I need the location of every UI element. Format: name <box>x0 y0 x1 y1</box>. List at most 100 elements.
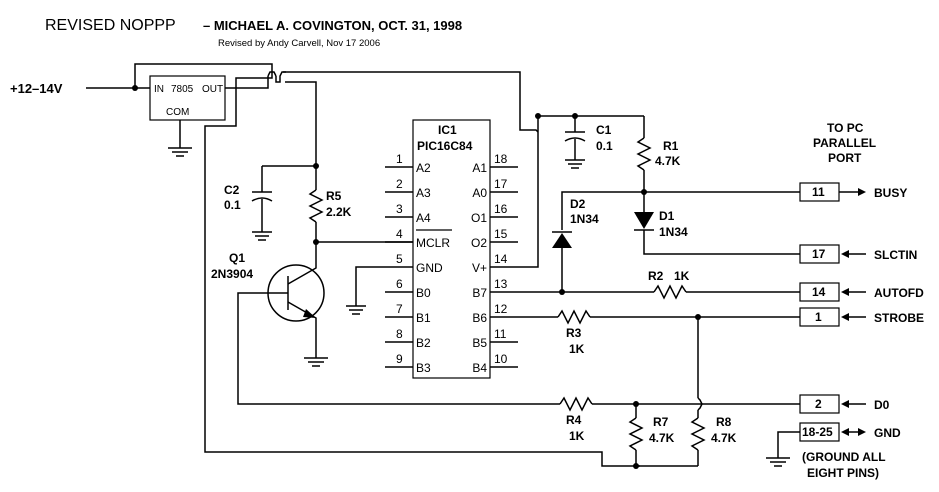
port-pin-slctin: 17 SLCTIN <box>799 244 917 264</box>
r4-value: 1K <box>569 429 585 443</box>
power-input-wire <box>86 63 273 91</box>
port-pin-autofd-num: 14 <box>812 285 826 299</box>
ic-pin-name: GND <box>416 261 443 275</box>
port-pin-busy-signal: BUSY <box>874 186 907 200</box>
ic-pin-number: 6 <box>396 277 403 291</box>
port-pin-d0-num: 2 <box>815 397 822 411</box>
ic-pin-number: 10 <box>494 352 508 366</box>
ic-pin-number: 15 <box>494 227 508 241</box>
ic-pin-number: 11 <box>494 327 507 341</box>
ic-pin-name: A4 <box>416 211 431 225</box>
port-pin-slctin-num: 17 <box>812 247 826 261</box>
r2-value: 1K <box>674 269 690 283</box>
regulator-output-wires <box>204 71 640 467</box>
c2-ref: C2 <box>224 183 240 197</box>
capacitor-c2 <box>251 165 316 241</box>
resistor-r2 <box>518 284 800 300</box>
resistor-r7 <box>628 404 644 469</box>
diode-d2 <box>552 231 572 295</box>
pc-port-heading-2: PARALLEL <box>813 136 876 150</box>
regulator-name: 7805 <box>171 84 194 95</box>
ic-pin-number: 13 <box>494 277 508 291</box>
ic-pin-number: 9 <box>396 352 403 366</box>
ic-pin-number: 7 <box>396 302 403 316</box>
pc-port-heading-3: PORT <box>828 151 862 165</box>
c1-ref: C1 <box>596 123 612 137</box>
diode-d1 <box>634 212 800 255</box>
resistor-r4 <box>559 396 800 412</box>
q1-value: 2N3904 <box>211 267 253 281</box>
ic-pin-name: B3 <box>416 361 431 375</box>
ic-gnd-wire <box>346 266 385 315</box>
port-pin-strobe: 1 STROBE <box>799 307 924 327</box>
d2-value: 1N34 <box>570 212 599 226</box>
ic-pin-number: 14 <box>494 252 508 266</box>
port-pin-autofd-signal: AUTOFD <box>874 286 924 300</box>
ic-pin-name: B7 <box>472 286 487 300</box>
busy-wire <box>561 191 800 230</box>
regulator-com-label: COM <box>166 107 189 118</box>
d1-ref: D1 <box>659 209 675 223</box>
transistor-q1 <box>237 242 560 405</box>
ic-pin-name: B4 <box>472 361 487 375</box>
gnd-note-2: EIGHT PINS) <box>807 466 879 480</box>
r5-ref: R5 <box>326 189 342 203</box>
port-pin-d0-signal: D0 <box>874 398 890 412</box>
port-pin-gnd-num: 18-25 <box>802 425 833 439</box>
ic-pin-name: B1 <box>416 311 431 325</box>
r8-ref: R8 <box>716 415 732 429</box>
regulator-7805: IN 7805 OUT COM <box>149 75 226 121</box>
ic-pin-name: MCLR <box>416 236 450 250</box>
c1-value: 0.1 <box>596 139 613 153</box>
r3-ref: R3 <box>566 326 582 340</box>
r2-ref: R2 <box>648 269 664 283</box>
ic-pin-number: 2 <box>396 177 403 191</box>
ic-pin-number: 16 <box>494 202 508 216</box>
resistor-r3 <box>518 309 800 325</box>
regulator-out-label: OUT <box>202 84 223 95</box>
port-pin-autofd: 14 AUTOFD <box>799 282 924 302</box>
gnd-note-1: (GROUND ALL <box>802 450 886 464</box>
resistor-r1 <box>636 116 652 195</box>
ic-pin-number: 4 <box>396 227 403 241</box>
port-pin-gnd-signal: GND <box>874 426 901 440</box>
ic-pin-number: 3 <box>396 202 403 216</box>
power-input-label: +12–14V <box>10 81 63 96</box>
ic-pin-number: 17 <box>494 177 508 191</box>
ic-pin-name: A0 <box>472 186 487 200</box>
q1-ref: Q1 <box>229 251 245 265</box>
ic-pin-name: A3 <box>416 186 431 200</box>
ic-pin-number: 5 <box>396 252 403 266</box>
ic-pin-name: V+ <box>472 261 487 275</box>
port-pin-busy-num: 11 <box>812 185 825 199</box>
r3-value: 1K <box>569 342 585 356</box>
ic1-part: PIC16C84 <box>417 139 473 153</box>
ic-pin-number: 18 <box>494 152 508 166</box>
diagram-title: REVISED NOPPP <box>45 17 176 34</box>
ic-pin-number: 8 <box>396 327 403 341</box>
ic-pin-name: B0 <box>416 286 431 300</box>
capacitor-c1 <box>564 116 586 169</box>
ic-pin-name: A1 <box>472 161 487 175</box>
r1-value: 4.7K <box>655 154 681 168</box>
regulator-ground <box>168 120 192 157</box>
ic-pin-name: B2 <box>416 336 431 350</box>
ic1-ref: IC1 <box>438 123 457 137</box>
ic-pin-number: 1 <box>396 152 403 166</box>
port-pin-d0: 2 D0 <box>799 394 890 414</box>
ic-pin-name: A2 <box>416 161 431 175</box>
vplus-wire <box>518 113 644 268</box>
r7-value: 4.7K <box>649 431 675 445</box>
r1-ref: R1 <box>663 139 679 153</box>
r7-ref: R7 <box>653 415 669 429</box>
pc-port-heading-1: TO PC <box>827 121 864 135</box>
ic-pin-name: B5 <box>472 336 487 350</box>
resistor-r8 <box>636 317 706 467</box>
ic1-chip <box>412 119 491 379</box>
d1-value: 1N34 <box>659 225 688 239</box>
ic-pin-name: B6 <box>472 311 487 325</box>
port-pin-slctin-signal: SLCTIN <box>874 248 917 262</box>
diagram-byline: – MICHAEL A. COVINGTON, OCT. 31, 1998 <box>203 18 462 33</box>
